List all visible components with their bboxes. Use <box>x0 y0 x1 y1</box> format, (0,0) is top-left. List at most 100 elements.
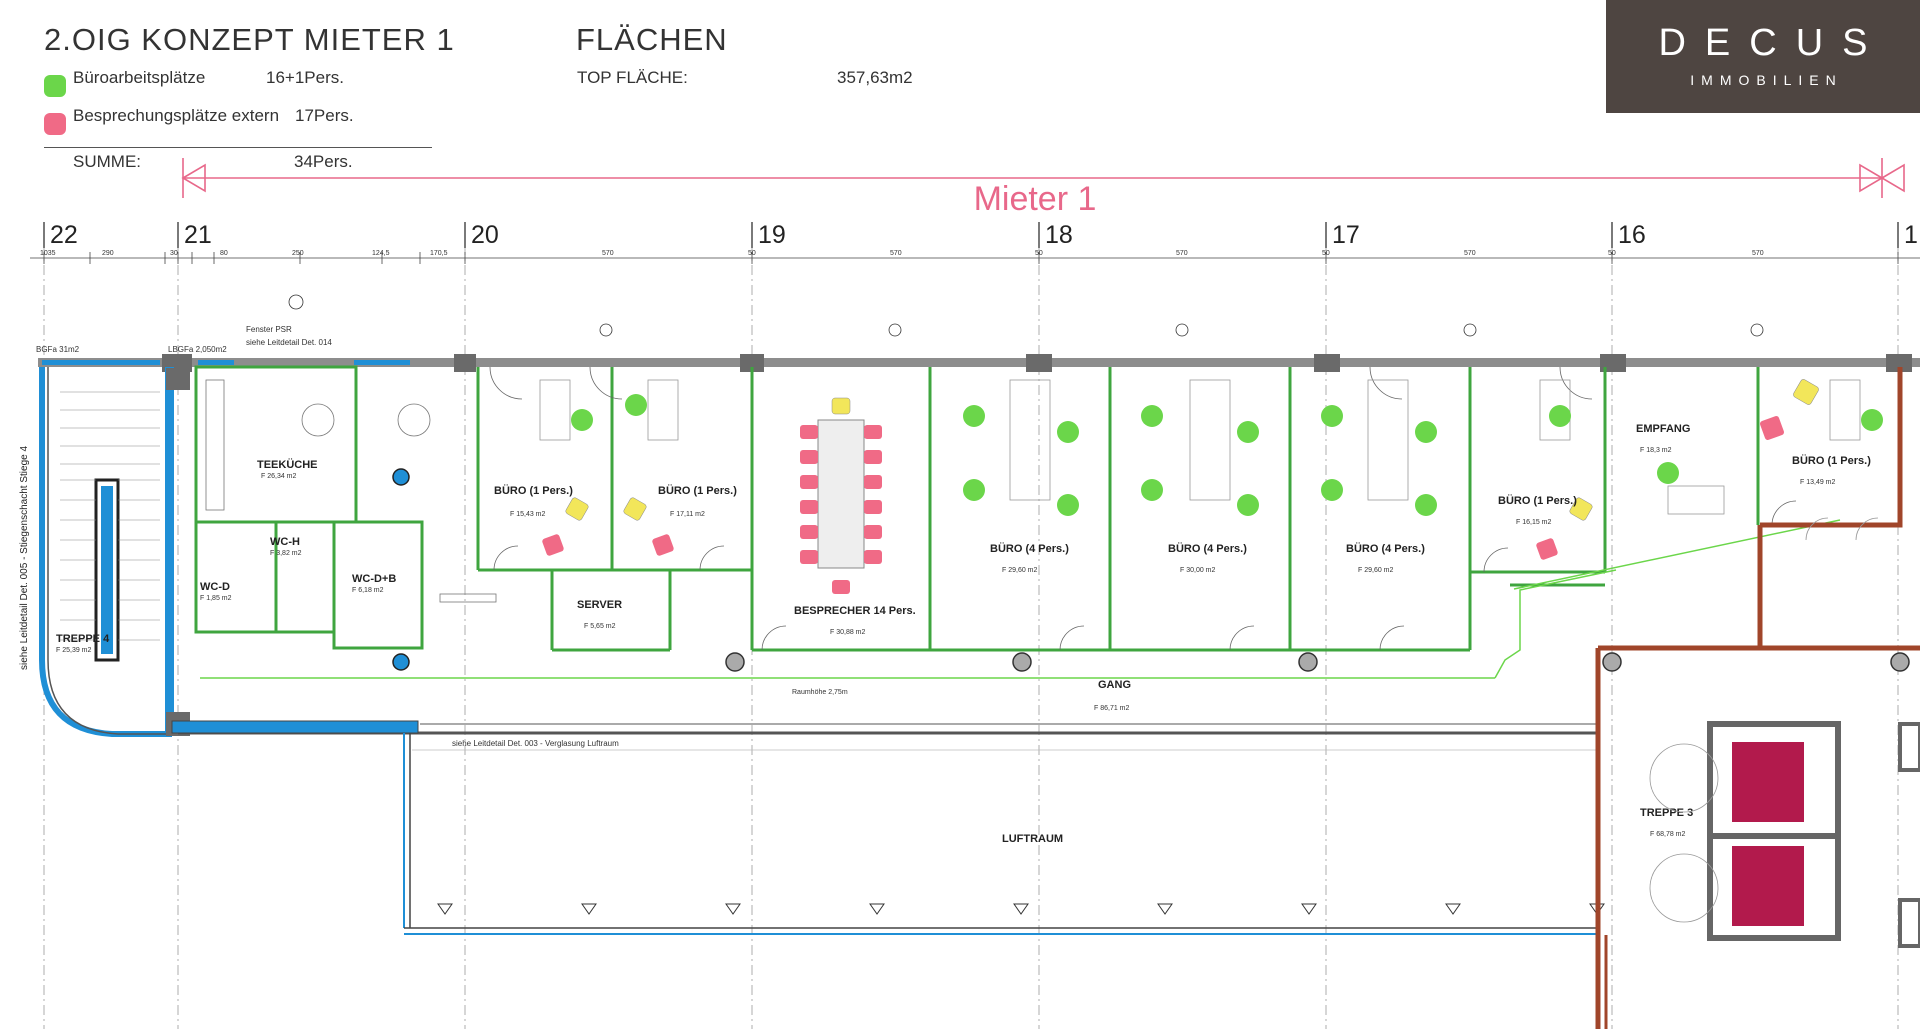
axis-18: 18 <box>1045 221 1073 249</box>
plan-title: 2.OIG KONZEPT MIETER 1 <box>44 22 455 57</box>
room-buero-4b: BÜRO (4 Pers.) <box>1168 542 1247 555</box>
note-bgf-mid: LBGFa 2,050m2 <box>168 345 227 354</box>
kitchen-wc-block <box>194 365 424 650</box>
legend-label-office: Büroarbeitsplätze <box>73 68 206 87</box>
legend-swatch-meeting <box>44 113 66 135</box>
column-marker <box>392 653 410 671</box>
svg-text:50: 50 <box>748 250 756 257</box>
svg-text:F 18,3 m2: F 18,3 m2 <box>1640 447 1672 454</box>
svg-text:F 1,85 m2: F 1,85 m2 <box>200 595 232 602</box>
yellow-chairs <box>565 379 1819 521</box>
note-bgf-left: BGFa 31m2 <box>36 345 80 354</box>
svg-text:290: 290 <box>102 250 114 257</box>
room-buero-4c: BÜRO (4 Pers.) <box>1346 542 1425 555</box>
svg-text:250: 250 <box>292 250 304 257</box>
svg-text:50: 50 <box>1608 250 1616 257</box>
room-luftraum: LUFTRAUM <box>1002 833 1063 845</box>
room-gang: GANG <box>1098 679 1131 691</box>
logo-subline: IMMOBILIEN <box>1690 72 1843 88</box>
svg-text:570: 570 <box>1752 250 1764 257</box>
level-markers <box>288 294 1764 337</box>
room-server: SERVER <box>577 599 622 611</box>
svg-text:F 15,43 m2: F 15,43 m2 <box>510 511 546 518</box>
room-empfang: EMPFANG <box>1636 423 1690 435</box>
atrium-outline <box>403 733 1605 935</box>
svg-text:F 26,34 m2: F 26,34 m2 <box>261 473 297 480</box>
corridor-walls <box>171 519 1841 735</box>
door-swings <box>489 366 1797 651</box>
kitchen-furniture <box>205 379 497 603</box>
staircase-3-core <box>1595 367 1920 1029</box>
workstations <box>539 379 1861 515</box>
svg-text:570: 570 <box>1464 250 1476 257</box>
tenant-dimension: Mieter 1 <box>181 158 1905 218</box>
tenant-label: Mieter 1 <box>974 180 1097 218</box>
axis-21: 21 <box>184 221 212 249</box>
svg-text:F 29,60 m2: F 29,60 m2 <box>1358 567 1394 574</box>
note-raumhoehe: Raumhöhe 2,75m <box>792 689 848 696</box>
sum-value: 34Pers. <box>294 152 353 171</box>
svg-text:50: 50 <box>1322 250 1330 257</box>
room-wc-d: WC-D <box>200 581 230 593</box>
axis-19: 19 <box>758 221 786 249</box>
svg-text:F 30,00 m2: F 30,00 m2 <box>1180 567 1216 574</box>
legend-label-meeting: Besprechungsplätze extern <box>73 106 280 125</box>
svg-text:124,5: 124,5 <box>372 250 390 257</box>
room-labels: BÜRO (1 Pers.) F 15,43 m2 BÜRO (1 Pers.)… <box>494 423 1871 845</box>
svg-text:170,5: 170,5 <box>430 250 448 257</box>
room-buero-1d: BÜRO (1 Pers.) <box>1792 454 1871 467</box>
svg-text:30: 30 <box>170 250 178 257</box>
office-partitions <box>476 367 1760 652</box>
room-teekueche: TEEKÜCHE <box>257 458 318 471</box>
axis-20: 20 <box>471 221 499 249</box>
axis-16: 16 <box>1618 221 1646 249</box>
svg-text:50: 50 <box>1035 250 1043 257</box>
svg-text:F 86,71 m2: F 86,71 m2 <box>1094 705 1130 712</box>
svg-text:F 68,78 m2: F 68,78 m2 <box>1650 831 1686 838</box>
top-area-value: 357,63m2 <box>837 68 913 87</box>
axis-15: 1 <box>1904 221 1918 249</box>
room-buero-1a: BÜRO (1 Pers.) <box>494 484 573 497</box>
svg-text:F 30,88 m2: F 30,88 m2 <box>830 629 866 636</box>
svg-text:F 25,39 m2: F 25,39 m2 <box>56 647 92 654</box>
svg-text:570: 570 <box>602 250 614 257</box>
legend-value-office: 16+1Pers. <box>266 68 344 87</box>
room-buero-4a: BÜRO (4 Pers.) <box>990 542 1069 555</box>
room-treppe3: TREPPE 3 <box>1640 807 1693 819</box>
note-window: Fenster PSR <box>246 325 292 334</box>
legend-swatch-office <box>44 75 66 97</box>
svg-text:F 5,65 m2: F 5,65 m2 <box>584 623 616 630</box>
svg-text:F 3,82 m2: F 3,82 m2 <box>270 550 302 557</box>
axis-labels: 22 21 20 19 18 17 16 1 <box>43 221 1918 249</box>
pink-chairs <box>542 416 1784 594</box>
svg-text:F 13,49 m2: F 13,49 m2 <box>1800 479 1836 486</box>
north-facade <box>38 354 1920 372</box>
corridor-columns <box>725 652 1910 672</box>
svg-text:F 17,11 m2: F 17,11 m2 <box>670 511 705 518</box>
room-wc-h: WC-H <box>270 536 300 548</box>
room-treppe4: TREPPE 4 <box>56 633 110 645</box>
room-buero-1c: BÜRO (1 Pers.) <box>1498 494 1577 507</box>
decus-logo: DECUS IMMOBILIEN <box>1606 0 1920 113</box>
legend-divider <box>44 147 432 148</box>
svg-text:F 29,60 m2: F 29,60 m2 <box>1002 567 1038 574</box>
note-window2: siehe Leitdetail Det. 014 <box>246 338 332 347</box>
axis-22: 22 <box>50 221 78 249</box>
note-facade: siehe Leitdetail Det. 003 - Verglasung L… <box>452 739 619 748</box>
meeting-table <box>817 419 865 569</box>
svg-text:570: 570 <box>1176 250 1188 257</box>
svg-text:570: 570 <box>890 250 902 257</box>
green-chairs <box>571 394 1883 516</box>
column-marker <box>392 468 410 486</box>
svg-text:80: 80 <box>220 250 228 257</box>
sum-label: SUMME: <box>73 152 141 171</box>
top-area-label: TOP FLÄCHE: <box>577 68 688 87</box>
axis-17: 17 <box>1332 221 1360 249</box>
svg-text:F 16,15 m2: F 16,15 m2 <box>1516 519 1552 526</box>
legend-value-meeting: 17Pers. <box>295 106 354 125</box>
note-stair-side: siehe Leitdetail Det. 005 - Stiegenschac… <box>19 446 30 670</box>
room-wc-db: WC-D+B <box>352 573 396 585</box>
areas-title: FLÄCHEN <box>576 22 728 57</box>
